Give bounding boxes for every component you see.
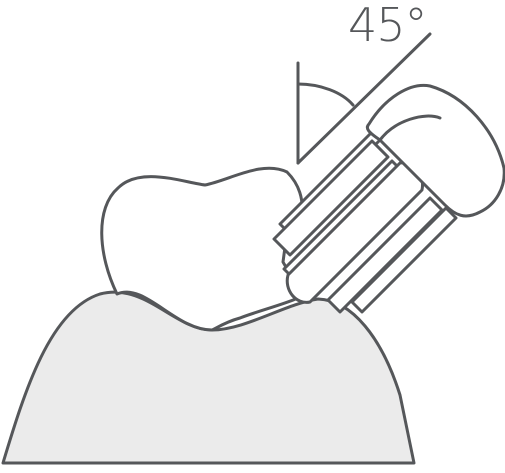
tooth-crown — [100, 166, 304, 332]
angle-label: 45° — [348, 0, 428, 52]
angle-45-line — [296, 32, 432, 165]
toothbrush-head-edge — [378, 114, 442, 142]
angle-arc-icon — [296, 82, 355, 107]
bristle-tufts-icon — [272, 130, 458, 314]
